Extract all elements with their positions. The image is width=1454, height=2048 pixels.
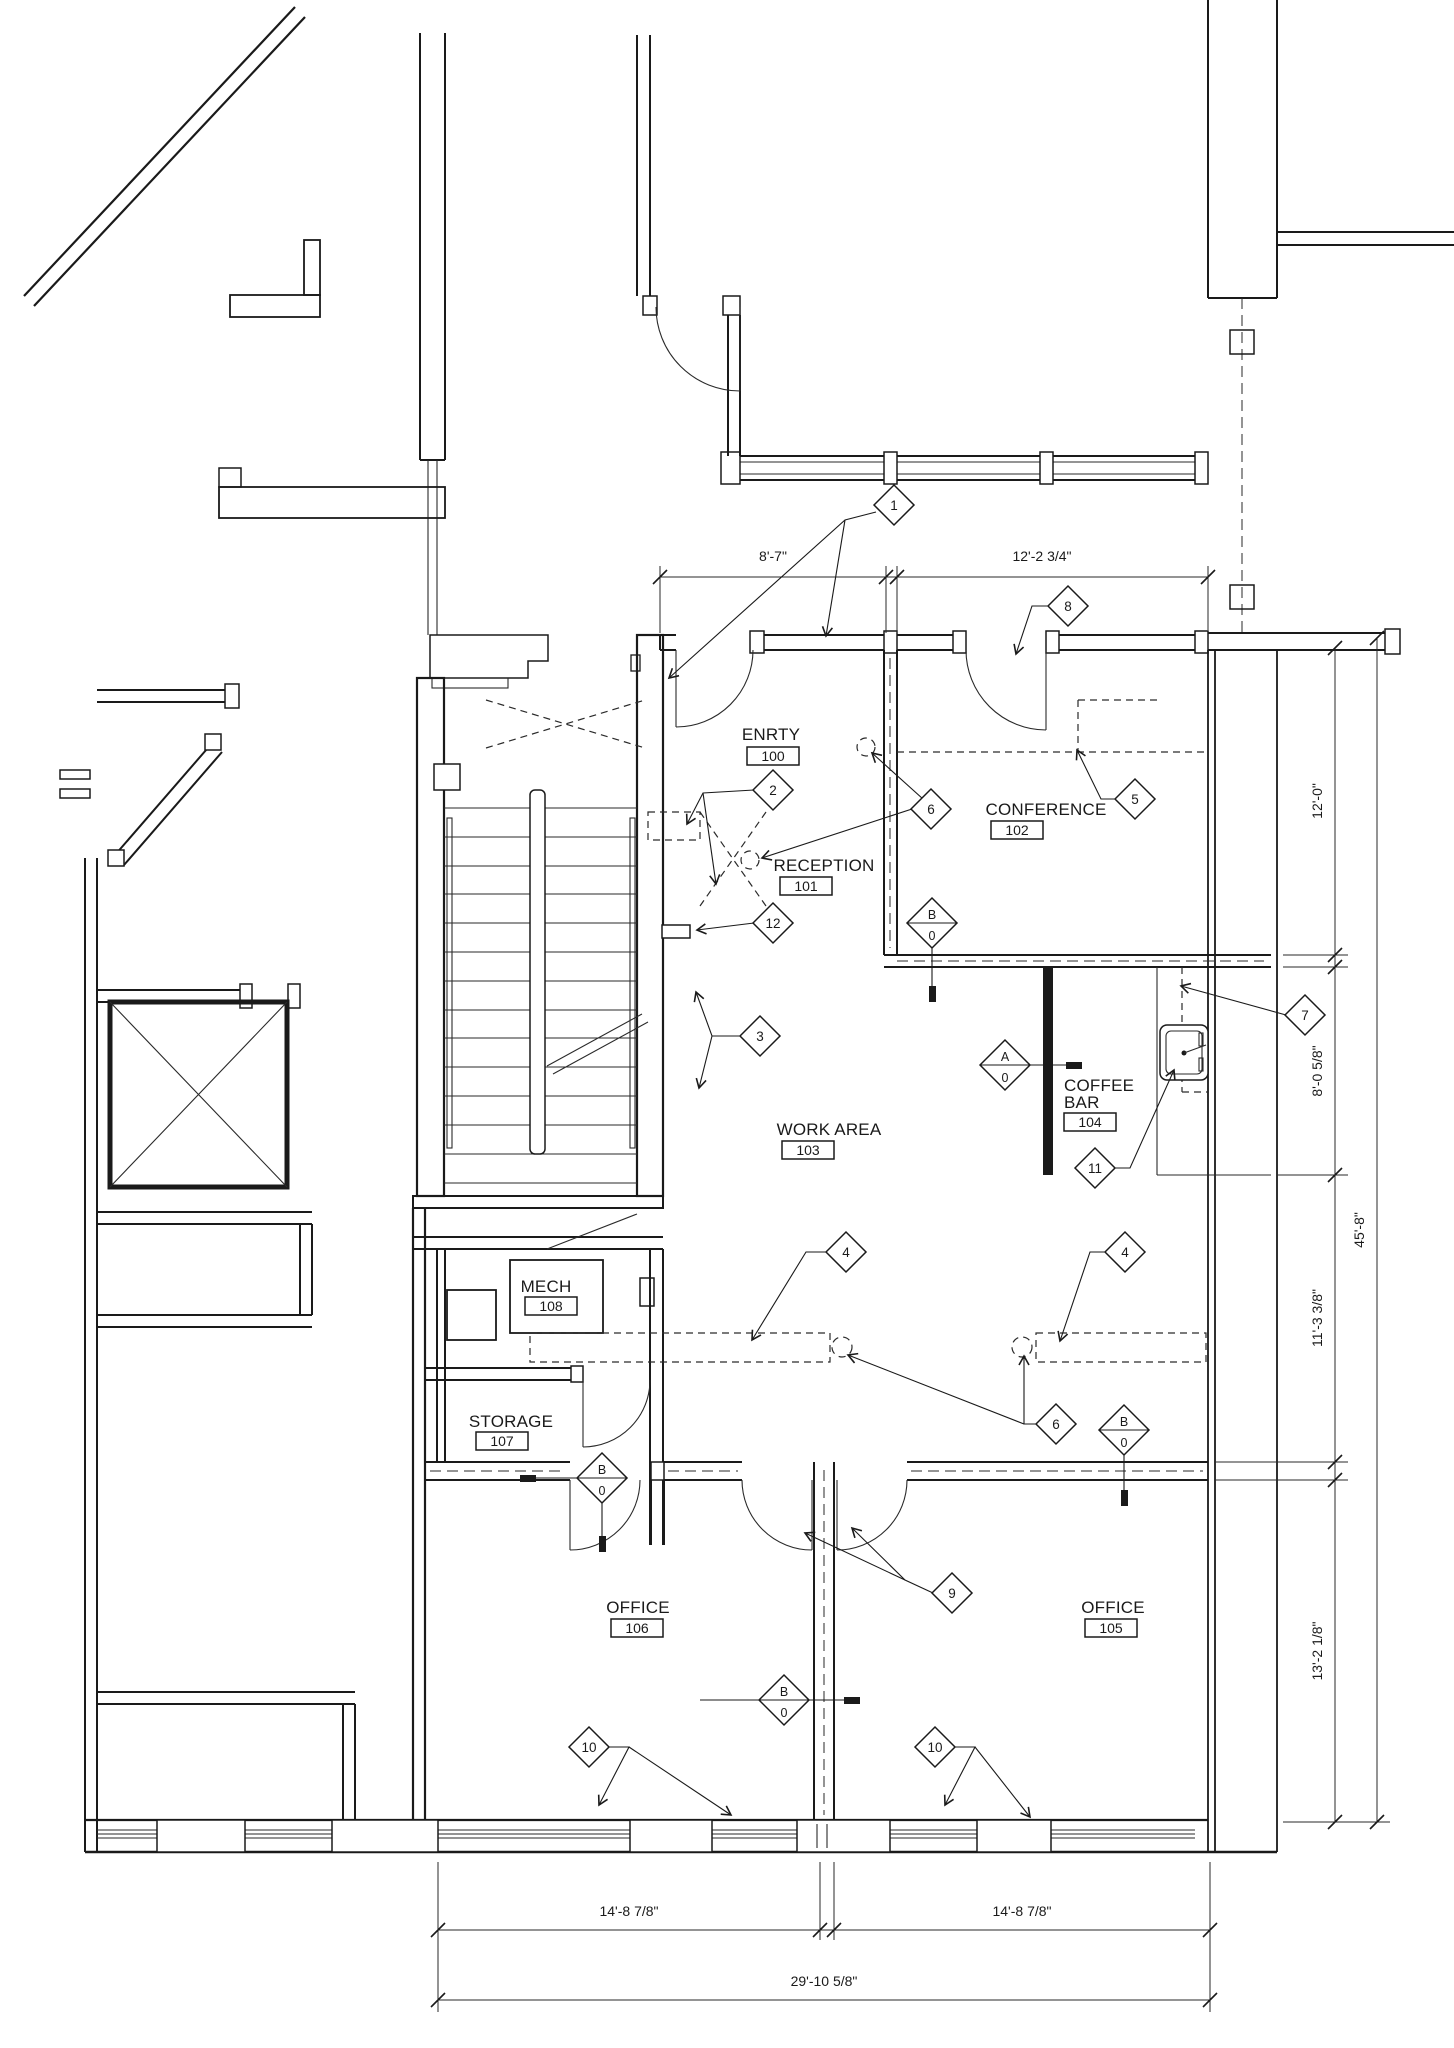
room-label-mech: MECH 108 xyxy=(521,1277,578,1316)
svg-text:BAR: BAR xyxy=(1064,1093,1100,1112)
keynote-tag-6-top: 6 xyxy=(909,787,953,831)
keynote-tag-7: 7 xyxy=(1283,993,1327,1037)
svg-text:4: 4 xyxy=(1121,1245,1129,1260)
section-marker-b0-office105: B 0 xyxy=(1097,1403,1151,1506)
room-label-reception: RECEPTION 101 xyxy=(774,856,875,896)
dim-right-2: 8'-0 5/8" xyxy=(1309,1045,1325,1096)
svg-text:9: 9 xyxy=(948,1586,956,1601)
svg-text:105: 105 xyxy=(1099,1620,1123,1636)
svg-text:COFFEE: COFFEE xyxy=(1064,1076,1134,1095)
svg-text:10: 10 xyxy=(927,1740,942,1755)
dim-top-2: 12'-2 3/4" xyxy=(1012,548,1071,564)
section-marker-b0-storage: B 0 xyxy=(520,1451,629,1552)
svg-text:STORAGE: STORAGE xyxy=(469,1412,553,1431)
dim-right-1: 12'-0" xyxy=(1309,783,1325,819)
svg-text:WORK AREA: WORK AREA xyxy=(777,1120,882,1139)
keynote-tag-1: 1 xyxy=(872,483,916,527)
svg-text:12: 12 xyxy=(765,916,780,931)
svg-text:103: 103 xyxy=(796,1142,820,1158)
room-label-work-area: WORK AREA 103 xyxy=(777,1120,882,1160)
svg-text:ENRTY: ENRTY xyxy=(742,725,800,744)
keynote-tag-3: 3 xyxy=(738,1014,782,1058)
keynote-tag-4-right: 4 xyxy=(1103,1230,1147,1274)
room-label-coffee-bar: COFFEE BAR 104 xyxy=(1063,1076,1134,1132)
keynote-tag-9: 9 xyxy=(930,1571,974,1615)
section-marker-a0-coffee: A 0 xyxy=(978,1038,1082,1092)
keynote-tag-6-bottom: 6 xyxy=(1034,1402,1078,1446)
svg-text:106: 106 xyxy=(625,1620,649,1636)
svg-text:0: 0 xyxy=(1121,1436,1128,1450)
svg-text:102: 102 xyxy=(1005,822,1029,838)
svg-text:OFFICE: OFFICE xyxy=(1081,1598,1145,1617)
keynote-tag-10-right: 10 xyxy=(913,1725,957,1769)
stair xyxy=(433,763,649,1250)
svg-text:4: 4 xyxy=(842,1245,850,1260)
dim-right-3: 11'-3 3/8" xyxy=(1309,1289,1325,1347)
svg-text:2: 2 xyxy=(769,783,777,798)
keynote-tag-4-left: 4 xyxy=(824,1230,868,1274)
svg-text:RECEPTION: RECEPTION xyxy=(774,856,875,875)
dim-bottom-overall: 29'-10 5/8" xyxy=(791,1973,858,1989)
svg-text:3: 3 xyxy=(756,1029,764,1044)
svg-text:0: 0 xyxy=(781,1706,788,1720)
keynote-leaders xyxy=(597,511,1287,1819)
svg-text:B: B xyxy=(780,1685,788,1699)
dashed-annotations xyxy=(485,298,1255,1363)
svg-text:100: 100 xyxy=(761,748,785,764)
dim-right-overall: 45'-8" xyxy=(1351,1212,1367,1248)
keynote-tag-12: 12 xyxy=(751,901,795,945)
svg-text:6: 6 xyxy=(1052,1417,1060,1432)
room-label-conference: CONFERENCE 102 xyxy=(985,800,1106,840)
keynote-tag-8: 8 xyxy=(1046,584,1090,628)
room-label-storage: STORAGE 107 xyxy=(469,1412,553,1451)
svg-text:107: 107 xyxy=(490,1433,514,1449)
svg-text:A: A xyxy=(1001,1050,1010,1064)
dim-bottom-2: 14'-8 7/8" xyxy=(992,1903,1051,1919)
svg-text:B: B xyxy=(928,908,936,922)
keynote-tag-11: 11 xyxy=(1073,1146,1117,1190)
room-labels: ENRTY 100 RECEPTION 101 CONFERENCE 102 W… xyxy=(469,725,1145,1638)
room-label-office-106: OFFICE 106 xyxy=(606,1598,670,1638)
svg-text:7: 7 xyxy=(1301,1008,1309,1023)
svg-text:B: B xyxy=(1120,1415,1128,1429)
wall-linework xyxy=(23,0,1454,1854)
room-label-entry: ENRTY 100 xyxy=(742,725,800,766)
section-marker-b0-conference: B 0 xyxy=(905,896,959,1002)
svg-text:104: 104 xyxy=(1078,1114,1102,1130)
dim-top-1: 8'-7" xyxy=(759,548,787,564)
svg-text:10: 10 xyxy=(581,1740,596,1755)
svg-text:0: 0 xyxy=(929,929,936,943)
dim-bottom-1: 14'-8 7/8" xyxy=(599,1903,658,1919)
room-label-office-105: OFFICE 105 xyxy=(1081,1598,1145,1638)
svg-text:101: 101 xyxy=(794,878,818,894)
svg-text:MECH: MECH xyxy=(521,1277,572,1296)
section-markers: A 0 B 0 B 0 B 0 B 0 xyxy=(520,896,1151,1727)
svg-text:OFFICE: OFFICE xyxy=(606,1598,670,1617)
svg-text:CONFERENCE: CONFERENCE xyxy=(985,800,1106,819)
svg-text:108: 108 xyxy=(539,1298,563,1314)
section-marker-b0-office: B 0 xyxy=(700,1673,860,1727)
svg-text:8: 8 xyxy=(1064,599,1072,614)
svg-text:B: B xyxy=(598,1463,606,1477)
svg-text:0: 0 xyxy=(599,1484,606,1498)
keynote-tags: 1 2 3 4 4 5 6 6 7 8 9 10 10 11 12 xyxy=(567,483,1327,1769)
keynote-tag-2: 2 xyxy=(751,768,795,812)
svg-text:1: 1 xyxy=(890,498,898,513)
dim-right-4: 13'-2 1/8" xyxy=(1309,1621,1325,1680)
keynote-tag-5: 5 xyxy=(1113,777,1157,821)
svg-text:11: 11 xyxy=(1088,1161,1102,1176)
dimension-strings: 8'-7" 12'-2 3/4" 12'-0" 8'-0 5/8" 11'-3 … xyxy=(430,548,1390,2012)
svg-text:0: 0 xyxy=(1002,1071,1009,1085)
svg-text:6: 6 xyxy=(927,802,935,817)
keynote-tag-10-left: 10 xyxy=(567,1725,611,1769)
svg-text:5: 5 xyxy=(1131,792,1139,807)
